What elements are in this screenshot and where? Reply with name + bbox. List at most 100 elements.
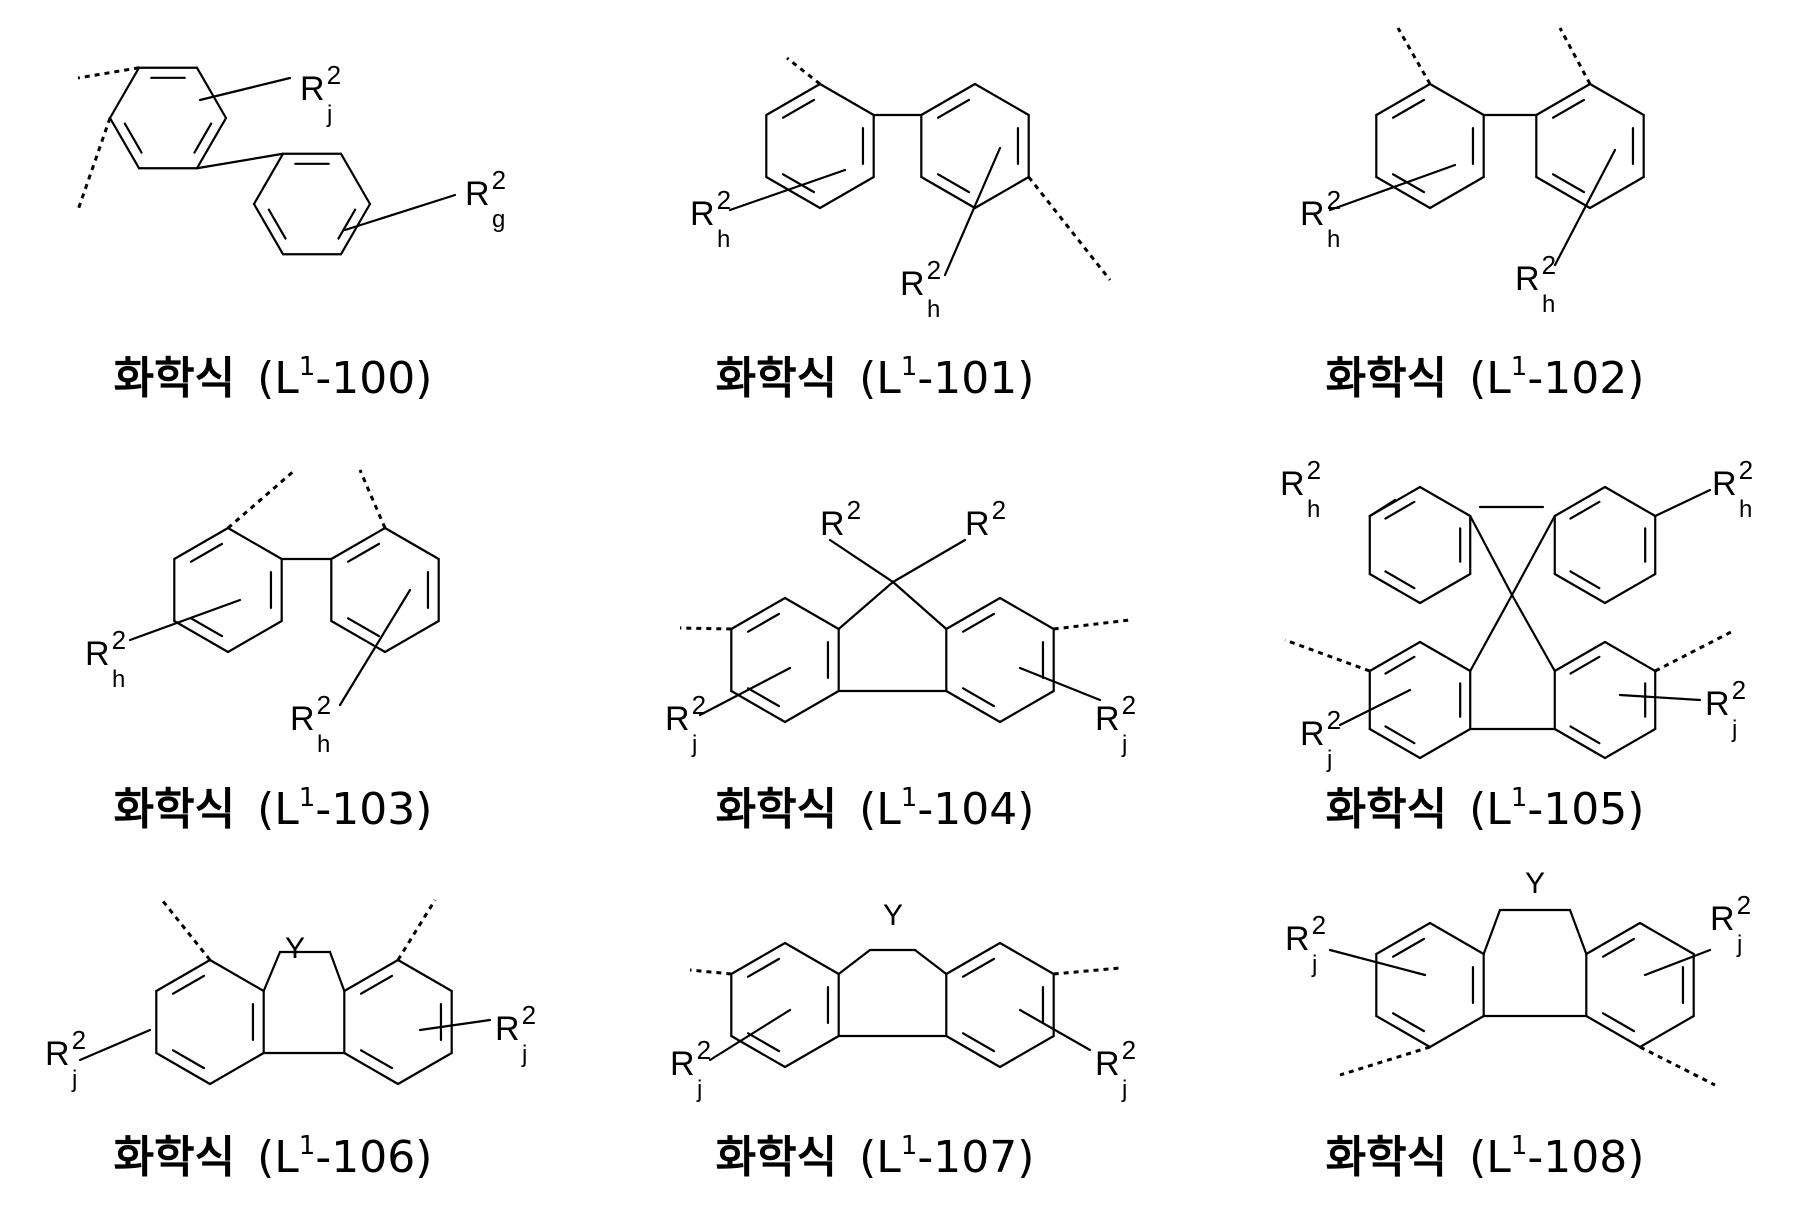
bond	[1370, 500, 1395, 516]
ring-bond	[1376, 177, 1430, 208]
ring-bond	[385, 528, 439, 559]
ring-bond	[1000, 943, 1054, 974]
ring-bond	[921, 84, 975, 115]
caption-L1-104: 화학식(L1-104)	[665, 788, 1085, 832]
bond	[1512, 516, 1555, 595]
heteroatom-y-label: Y	[883, 899, 903, 932]
ring-bond	[1376, 923, 1430, 954]
ring-bond	[921, 177, 975, 208]
attachment-bond	[1054, 968, 1120, 974]
attachment-bond	[78, 68, 139, 78]
caption-prefix: 화학식	[114, 353, 235, 404]
bond	[945, 148, 1000, 275]
attachment-bond	[1640, 1047, 1715, 1085]
attachment-bond	[1054, 620, 1130, 629]
bond	[893, 540, 965, 582]
ring-bond	[946, 691, 1000, 722]
ring-bond	[156, 960, 210, 991]
caption-code: L	[274, 784, 299, 835]
caption-sup: 1	[299, 1131, 316, 1161]
caption-L1-101: 화학식(L1-101)	[665, 357, 1085, 401]
ring-bond	[1430, 923, 1484, 954]
bond	[80, 1030, 150, 1060]
ring-bond	[1536, 84, 1590, 115]
attachment-bond	[162, 900, 210, 960]
substituent-label: R2h	[85, 625, 126, 693]
caption-sup: 1	[901, 1131, 918, 1161]
substituent-label: R2j	[665, 690, 706, 758]
attachment-bond	[1285, 640, 1370, 671]
ring-bond	[785, 943, 839, 974]
bond	[1020, 1010, 1090, 1050]
ring-bond	[1605, 574, 1655, 603]
ring-bond	[398, 1053, 452, 1084]
ring-bond	[975, 84, 1029, 115]
ring-bond	[110, 118, 139, 168]
ring-bond	[1420, 487, 1470, 516]
bond	[915, 950, 946, 974]
caption-code: L	[1486, 1132, 1511, 1183]
substituent-label: R2j	[1095, 1035, 1136, 1103]
ring-bond	[1430, 1016, 1484, 1047]
bond-lines	[78, 28, 1735, 1085]
ring-bond	[228, 621, 282, 652]
attachment-bond	[1560, 28, 1590, 84]
attachment-bond	[1655, 630, 1735, 671]
ring-bond	[946, 1036, 1000, 1067]
ring-bond	[228, 528, 282, 559]
substituent-label: R2h	[1515, 250, 1556, 318]
caption-number: -107	[917, 1132, 1017, 1183]
ring-bond	[197, 118, 226, 168]
bond	[1620, 695, 1700, 700]
substituent-label: R2	[965, 495, 1006, 543]
caption-code: L	[876, 1132, 901, 1183]
bond	[710, 1010, 790, 1060]
ring-bond	[1555, 642, 1605, 671]
ring-bond	[1370, 642, 1420, 671]
substituent-label: R2j	[670, 1035, 711, 1103]
substituent-label: R2h	[690, 185, 731, 253]
substituent-label: R2h	[900, 255, 941, 323]
ring-bond	[1000, 598, 1054, 629]
attachment-bond	[680, 628, 731, 629]
ring-bond	[385, 621, 439, 652]
caption-L1-105: 화학식(L1-105)	[1275, 788, 1695, 832]
ring-bond	[1640, 1016, 1694, 1047]
attachment-bond	[787, 58, 820, 84]
caption-prefix: 화학식	[716, 353, 837, 404]
bond	[264, 952, 280, 991]
bond	[330, 952, 344, 991]
caption-number: -108	[1527, 1132, 1627, 1183]
substituent-label: R2	[820, 495, 861, 543]
caption-number: -100	[315, 353, 415, 404]
ring-bond	[820, 84, 874, 115]
bond	[200, 78, 290, 100]
substituent-label: R2j	[1300, 705, 1341, 773]
substituent-label: R2j	[1705, 675, 1746, 743]
attachment-bond	[78, 118, 110, 210]
caption-prefix: 화학식	[1326, 1132, 1447, 1183]
caption-sup: 1	[299, 352, 316, 382]
ring-bond	[254, 154, 283, 204]
ring-bond	[1430, 177, 1484, 208]
bond	[830, 540, 893, 582]
substituent-label: R2j	[1095, 690, 1136, 758]
ring-bond	[1605, 729, 1655, 758]
ring-bond	[731, 598, 785, 629]
ring-bond	[1586, 923, 1640, 954]
bond	[1470, 595, 1512, 671]
caption-prefix: 화학식	[716, 1132, 837, 1183]
attachment-bond	[690, 970, 731, 974]
ring-bond	[1555, 574, 1605, 603]
caption-code: L	[876, 784, 901, 835]
ring-bond	[1376, 84, 1430, 115]
ring-bond	[785, 691, 839, 722]
caption-number: -106	[315, 1132, 415, 1183]
caption-code: L	[274, 353, 299, 404]
caption-sup: 1	[901, 352, 918, 382]
substituent-label: R2h	[290, 690, 331, 758]
atom-labels: R2jR2gR2hR2hR2hR2hR2hR2hR2R2R2jR2jR2hR2h…	[45, 60, 1753, 1103]
caption-prefix: 화학식	[114, 784, 235, 835]
ring-bond	[1420, 642, 1470, 671]
ring-bond	[975, 177, 1029, 208]
